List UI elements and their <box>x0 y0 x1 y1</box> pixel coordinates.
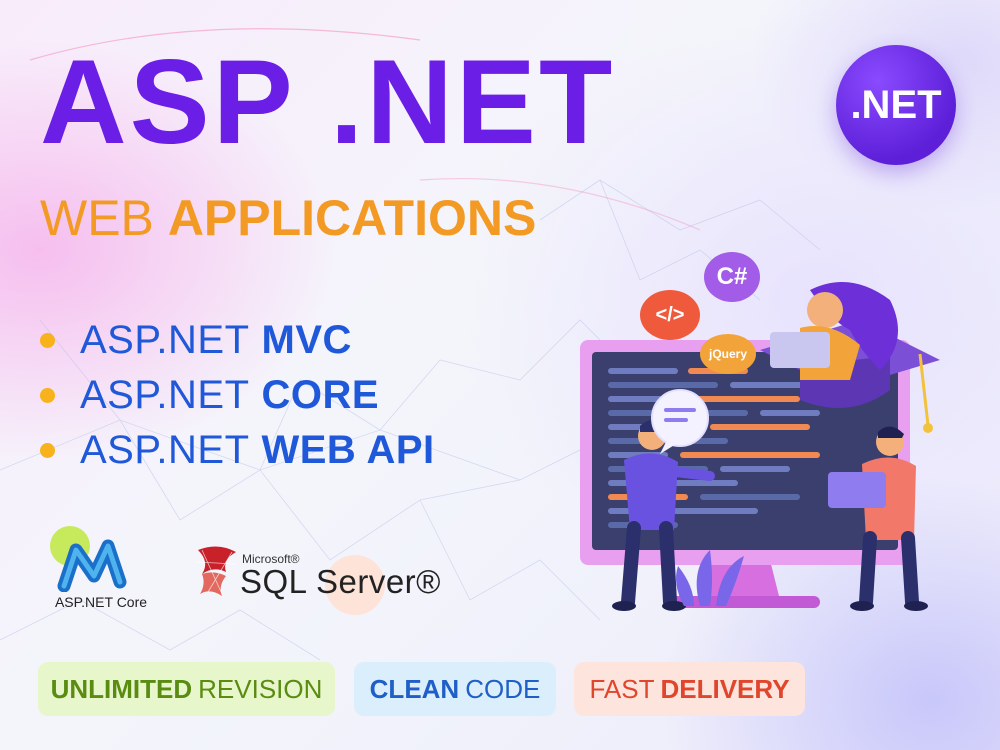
man-right-figure-icon <box>828 426 928 611</box>
chat-bubble-icon <box>651 389 709 454</box>
feature-emphasis: MVC <box>261 317 352 362</box>
woman-figure-icon <box>770 282 898 380</box>
clean-bold: CLEAN <box>369 673 460 704</box>
fast-delivery-badge: FAST DELIVERY <box>574 662 805 716</box>
revision-bold: UNLIMITED <box>50 673 193 704</box>
feature-emphasis: WEB API <box>261 427 435 472</box>
bullet-icon <box>40 332 55 348</box>
unlimited-revision-badge: UNLIMITED REVISION <box>38 662 335 716</box>
dotnet-badge-label: .NET <box>850 82 942 127</box>
feature-item-core: ASP.NET CORE <box>40 371 379 419</box>
bullet-icon <box>40 442 55 458</box>
subtitle: WEB APPLICATIONS <box>40 193 536 243</box>
csharp-chip: C# <box>704 252 760 302</box>
code-chip-label: </> <box>655 303 685 326</box>
delivery-bold: DELIVERY <box>660 673 790 704</box>
bullet-icon <box>40 387 55 403</box>
plant-icon <box>676 550 744 606</box>
clean-light: CODE <box>465 673 541 704</box>
aspnet-core-label: ASP.NET Core <box>54 594 148 610</box>
sql-server-logo-icon <box>195 546 237 596</box>
revision-light: REVISION <box>198 673 323 704</box>
sql-server-label: SQL Server® <box>240 563 441 600</box>
developer-illustration <box>580 282 940 611</box>
sql-microsoft-label: Microsoft® <box>242 552 300 566</box>
dotnet-badge: .NET <box>836 45 956 165</box>
subtitle-light: WEB <box>40 190 154 246</box>
page-title: ASP .NET <box>40 35 616 169</box>
jquery-chip-label: jQuery <box>708 347 747 361</box>
delivery-light: FAST <box>589 673 655 704</box>
jquery-chip: jQuery <box>700 334 756 374</box>
feature-prefix: ASP.NET <box>80 317 250 362</box>
subtitle-bold: APPLICATIONS <box>167 190 537 246</box>
feature-prefix: ASP.NET <box>80 427 250 472</box>
csharp-chip-label: C# <box>716 263 748 290</box>
feature-emphasis: CORE <box>261 372 380 417</box>
aspnet-core-logo-icon <box>50 526 127 592</box>
sql-logo-backdrop <box>325 555 385 615</box>
feature-item-mvc: ASP.NET MVC <box>40 316 352 364</box>
code-chip: </> <box>640 290 700 340</box>
man-left-figure-icon <box>612 420 715 611</box>
clean-code-badge: CLEAN CODE <box>354 662 556 716</box>
feature-prefix: ASP.NET <box>80 372 250 417</box>
feature-item-webapi: ASP.NET WEB API <box>40 426 435 474</box>
